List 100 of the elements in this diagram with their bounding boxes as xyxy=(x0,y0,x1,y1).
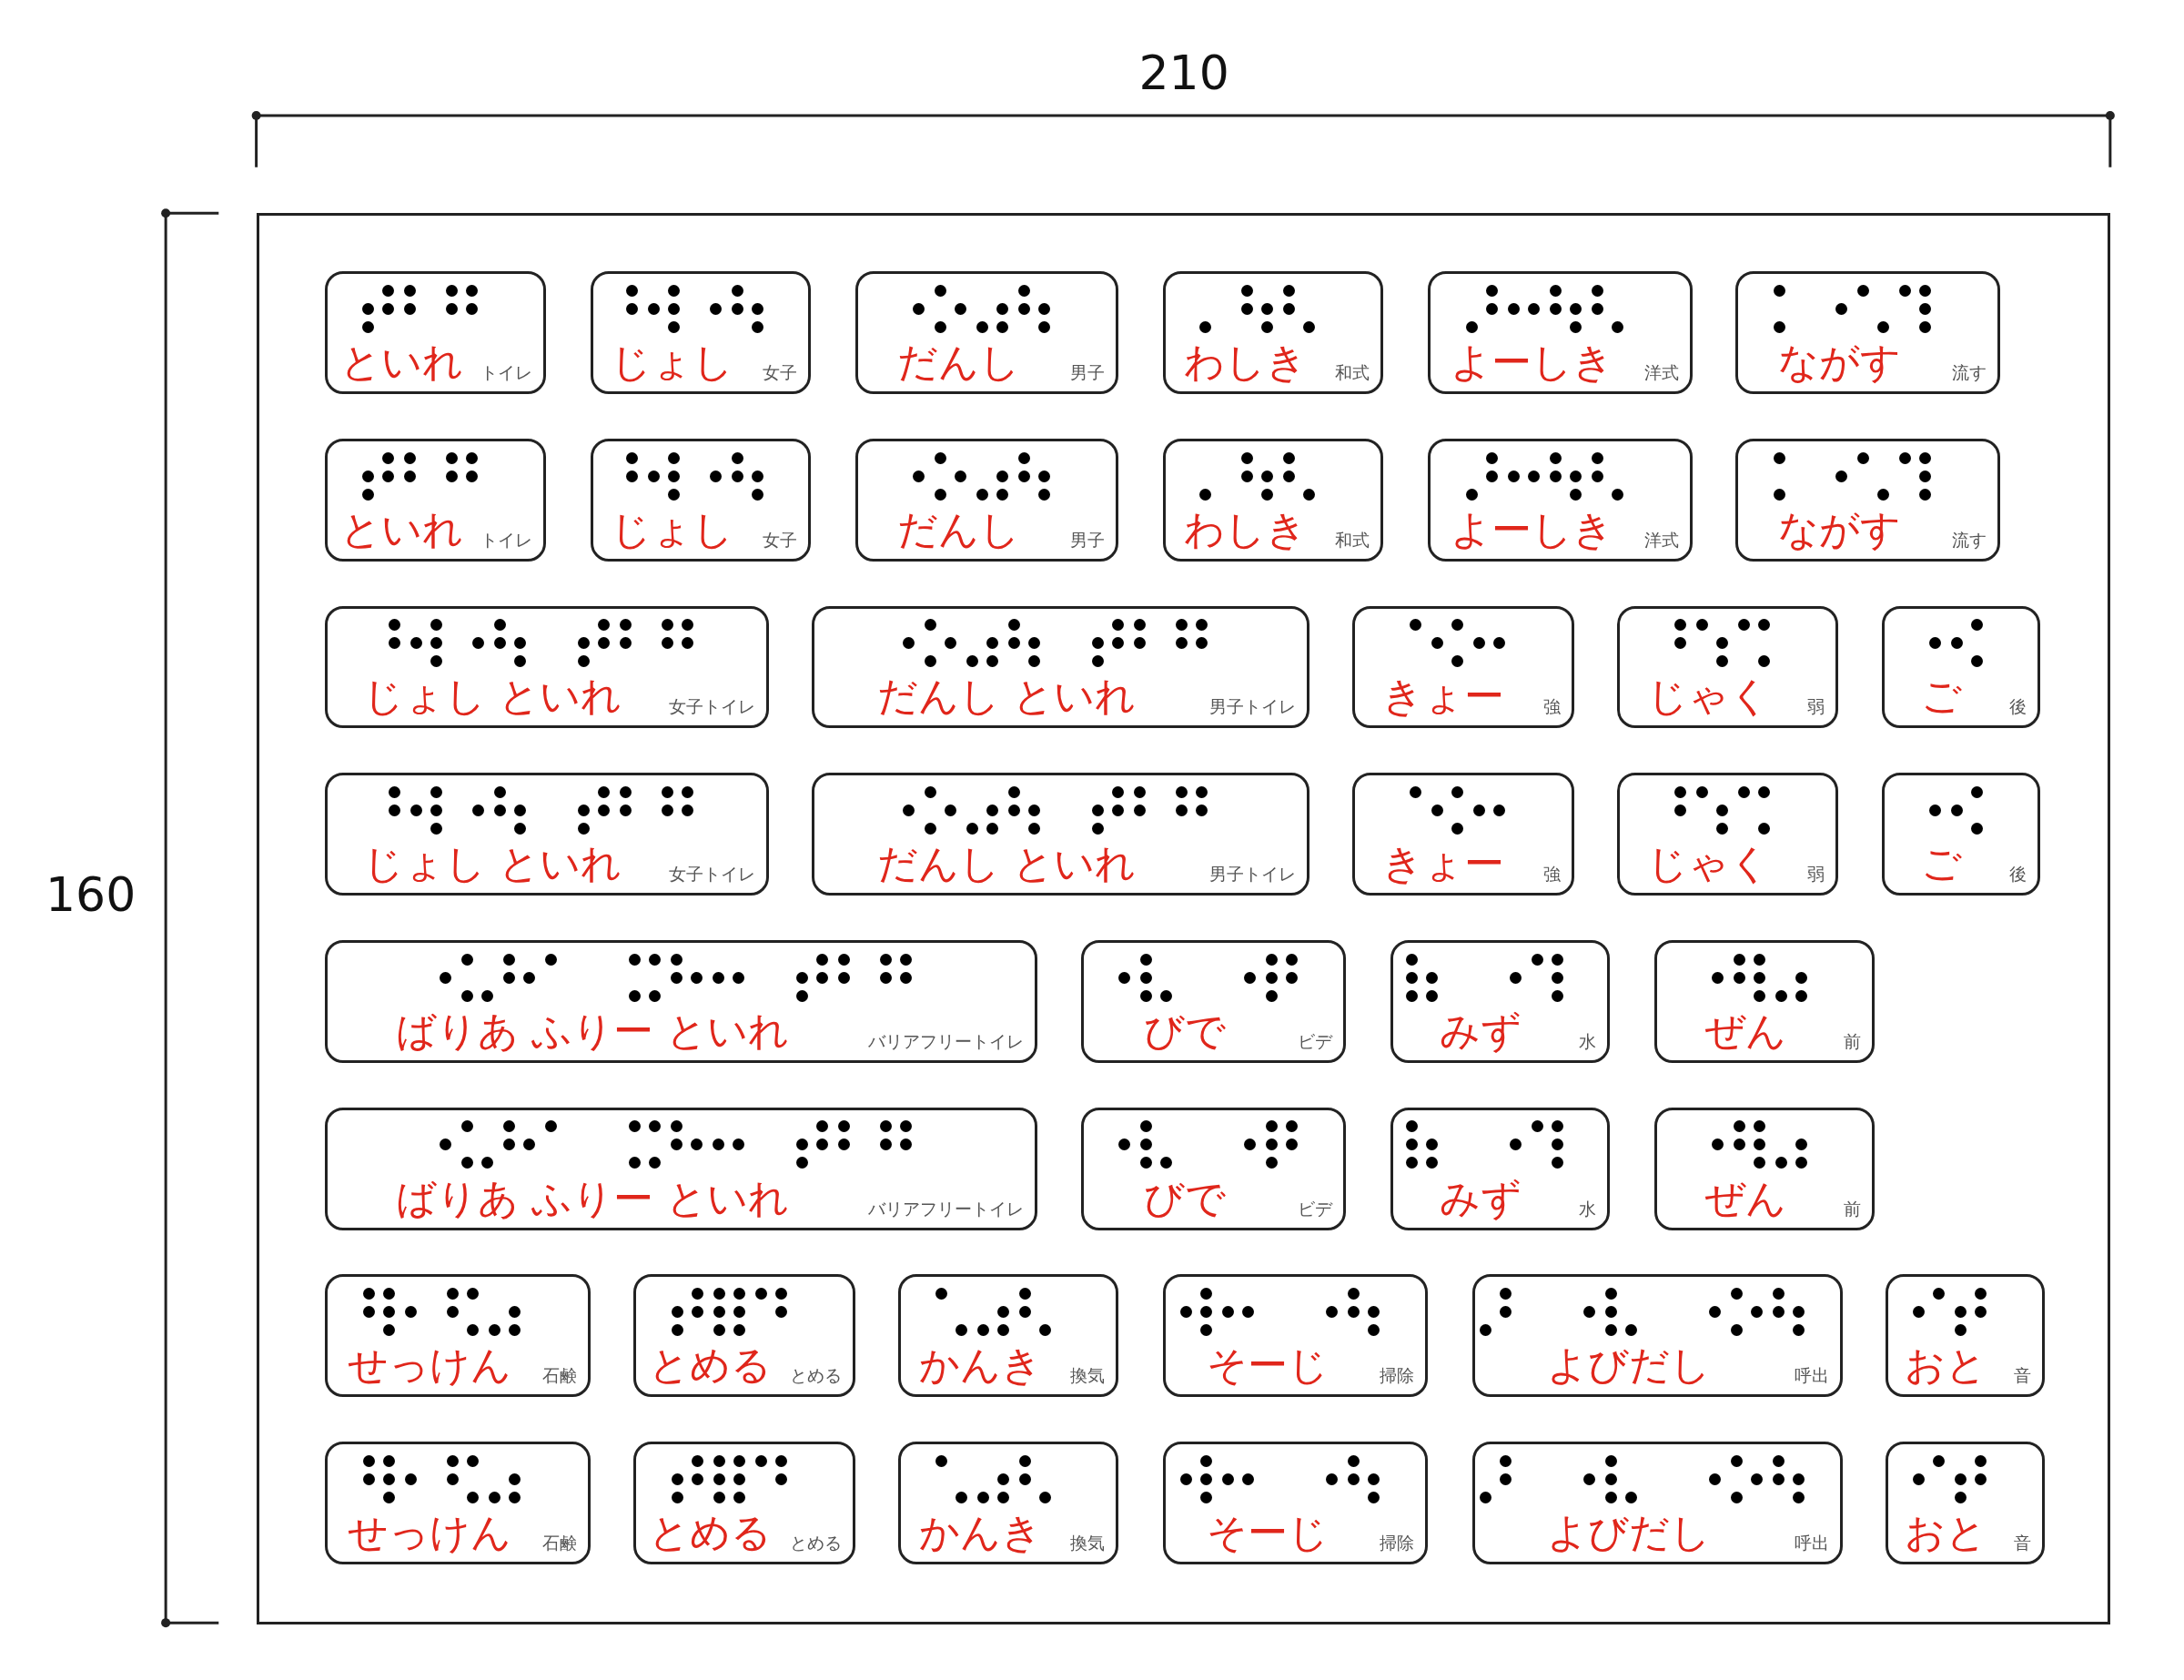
braille-label xyxy=(324,940,1038,1063)
braille-label xyxy=(1654,940,1876,1063)
kana-text: ばりあ ふりー といれ xyxy=(396,1008,790,1053)
braille-label xyxy=(590,439,811,562)
meaning-text: 男子 xyxy=(1070,362,1106,383)
meaning-text: 流す xyxy=(1951,362,1987,383)
kana-text: じょし といれ xyxy=(363,842,622,886)
meaning-text: 洋式 xyxy=(1643,529,1679,550)
kana-text: といれ xyxy=(339,507,463,552)
meaning-text: 強 xyxy=(1542,864,1561,885)
kana-text: せっけん xyxy=(347,1510,511,1554)
kana-text: だんし といれ xyxy=(876,842,1136,886)
meaning-text: とめる xyxy=(789,1532,842,1553)
kana-text: ぜん xyxy=(1704,1008,1786,1053)
kana-text: じゃく xyxy=(1646,674,1770,719)
dimension-label: 160 xyxy=(46,866,136,922)
braille-label xyxy=(324,1442,591,1564)
meaning-text: 女子 xyxy=(762,529,797,550)
meaning-text: 女子トイレ xyxy=(668,864,755,885)
braille-label xyxy=(1735,271,2000,395)
braille-label xyxy=(812,605,1309,729)
meaning-text: 男子トイレ xyxy=(1208,864,1296,885)
meaning-text: 洋式 xyxy=(1643,362,1679,383)
braille-label xyxy=(854,439,1119,562)
kana-text: きょー xyxy=(1382,674,1505,719)
braille-label xyxy=(1471,1274,1843,1398)
braille-label xyxy=(1886,1442,2045,1564)
kana-text: おと xyxy=(1904,1510,1987,1554)
kana-text: びで xyxy=(1144,1176,1227,1220)
kana-text: といれ xyxy=(339,340,463,385)
kana-text: おと xyxy=(1904,1343,1987,1388)
braille-label xyxy=(1617,605,1839,729)
braille-label xyxy=(1080,940,1346,1063)
kana-text: とめる xyxy=(649,1510,773,1554)
braille-label xyxy=(324,439,546,562)
braille-label xyxy=(324,271,546,395)
meaning-text: 石鹸 xyxy=(541,1365,577,1386)
meaning-text: 強 xyxy=(1542,696,1561,717)
braille-label xyxy=(1886,1274,2045,1398)
meaning-text: 音 xyxy=(2013,1532,2031,1553)
kana-text: だんし xyxy=(896,507,1020,552)
kana-text: わしき xyxy=(1183,507,1307,552)
braille-label xyxy=(898,1274,1119,1398)
meaning-text: 水 xyxy=(1579,1030,1597,1051)
braille-label xyxy=(324,1274,591,1398)
braille-label xyxy=(324,773,769,896)
meaning-text: 流す xyxy=(1951,529,1987,550)
kana-text: ながす xyxy=(1778,507,1902,552)
braille-label xyxy=(1427,271,1693,395)
braille-label xyxy=(1352,605,1574,729)
kana-text: ながす xyxy=(1778,340,1902,385)
meaning-text: 弱 xyxy=(1807,696,1825,717)
meaning-text: ビデ xyxy=(1297,1030,1332,1051)
kana-text: じゃく xyxy=(1646,842,1770,886)
meaning-text: 石鹸 xyxy=(541,1532,577,1553)
meaning-text: トイレ xyxy=(480,362,532,383)
meaning-text: バリアフリートイレ xyxy=(868,1030,1025,1051)
meaning-text: とめる xyxy=(789,1365,842,1386)
meaning-text: 女子 xyxy=(762,362,797,383)
braille-label xyxy=(1352,773,1574,896)
kana-text: よびだし xyxy=(1547,1343,1712,1388)
meaning-text: 呼出 xyxy=(1794,1365,1829,1386)
meaning-text: 女子トイレ xyxy=(668,696,755,717)
kana-text: びで xyxy=(1144,1008,1227,1053)
kana-text: ご xyxy=(1920,674,1962,719)
braille-label xyxy=(1881,605,2041,729)
braille-label xyxy=(633,1274,855,1398)
meaning-text: 男子トイレ xyxy=(1208,696,1296,717)
kana-text: かんき xyxy=(918,1510,1042,1554)
braille-label xyxy=(1617,773,1839,896)
meaning-text: バリアフリートイレ xyxy=(868,1198,1025,1219)
kana-text: だんし xyxy=(896,340,1020,385)
meaning-text: 和式 xyxy=(1334,529,1370,550)
kana-text: みず xyxy=(1440,1008,1522,1053)
meaning-text: 掃除 xyxy=(1379,1365,1414,1386)
kana-text: じょし といれ xyxy=(363,674,622,719)
kana-text: よーしき xyxy=(1450,340,1613,385)
braille-label xyxy=(1735,439,2000,562)
meaning-text: 後 xyxy=(2009,696,2027,717)
kana-text: きょー xyxy=(1382,842,1505,886)
braille-label xyxy=(1881,773,2041,896)
kana-text: そーじ xyxy=(1206,1510,1329,1554)
meaning-text: トイレ xyxy=(480,529,532,550)
braille-label xyxy=(324,1107,1038,1230)
braille-label xyxy=(1390,1107,1611,1230)
meaning-text: ビデ xyxy=(1297,1198,1332,1219)
meaning-text: 前 xyxy=(1844,1198,1862,1219)
kana-text: じょし xyxy=(611,507,734,552)
dimension-label: 210 xyxy=(1138,45,1229,100)
braille-label xyxy=(1163,439,1383,562)
meaning-text: 換気 xyxy=(1070,1532,1106,1553)
meaning-text: 和式 xyxy=(1334,362,1370,383)
kana-text: ばりあ ふりー といれ xyxy=(396,1176,790,1220)
meaning-text: 前 xyxy=(1844,1030,1862,1051)
meaning-text: 音 xyxy=(2013,1365,2031,1386)
meaning-text: 男子 xyxy=(1070,529,1106,550)
kana-text: そーじ xyxy=(1206,1343,1329,1388)
braille-label xyxy=(1390,940,1611,1063)
kana-text: わしき xyxy=(1183,340,1307,385)
kana-text: ご xyxy=(1920,842,1962,886)
